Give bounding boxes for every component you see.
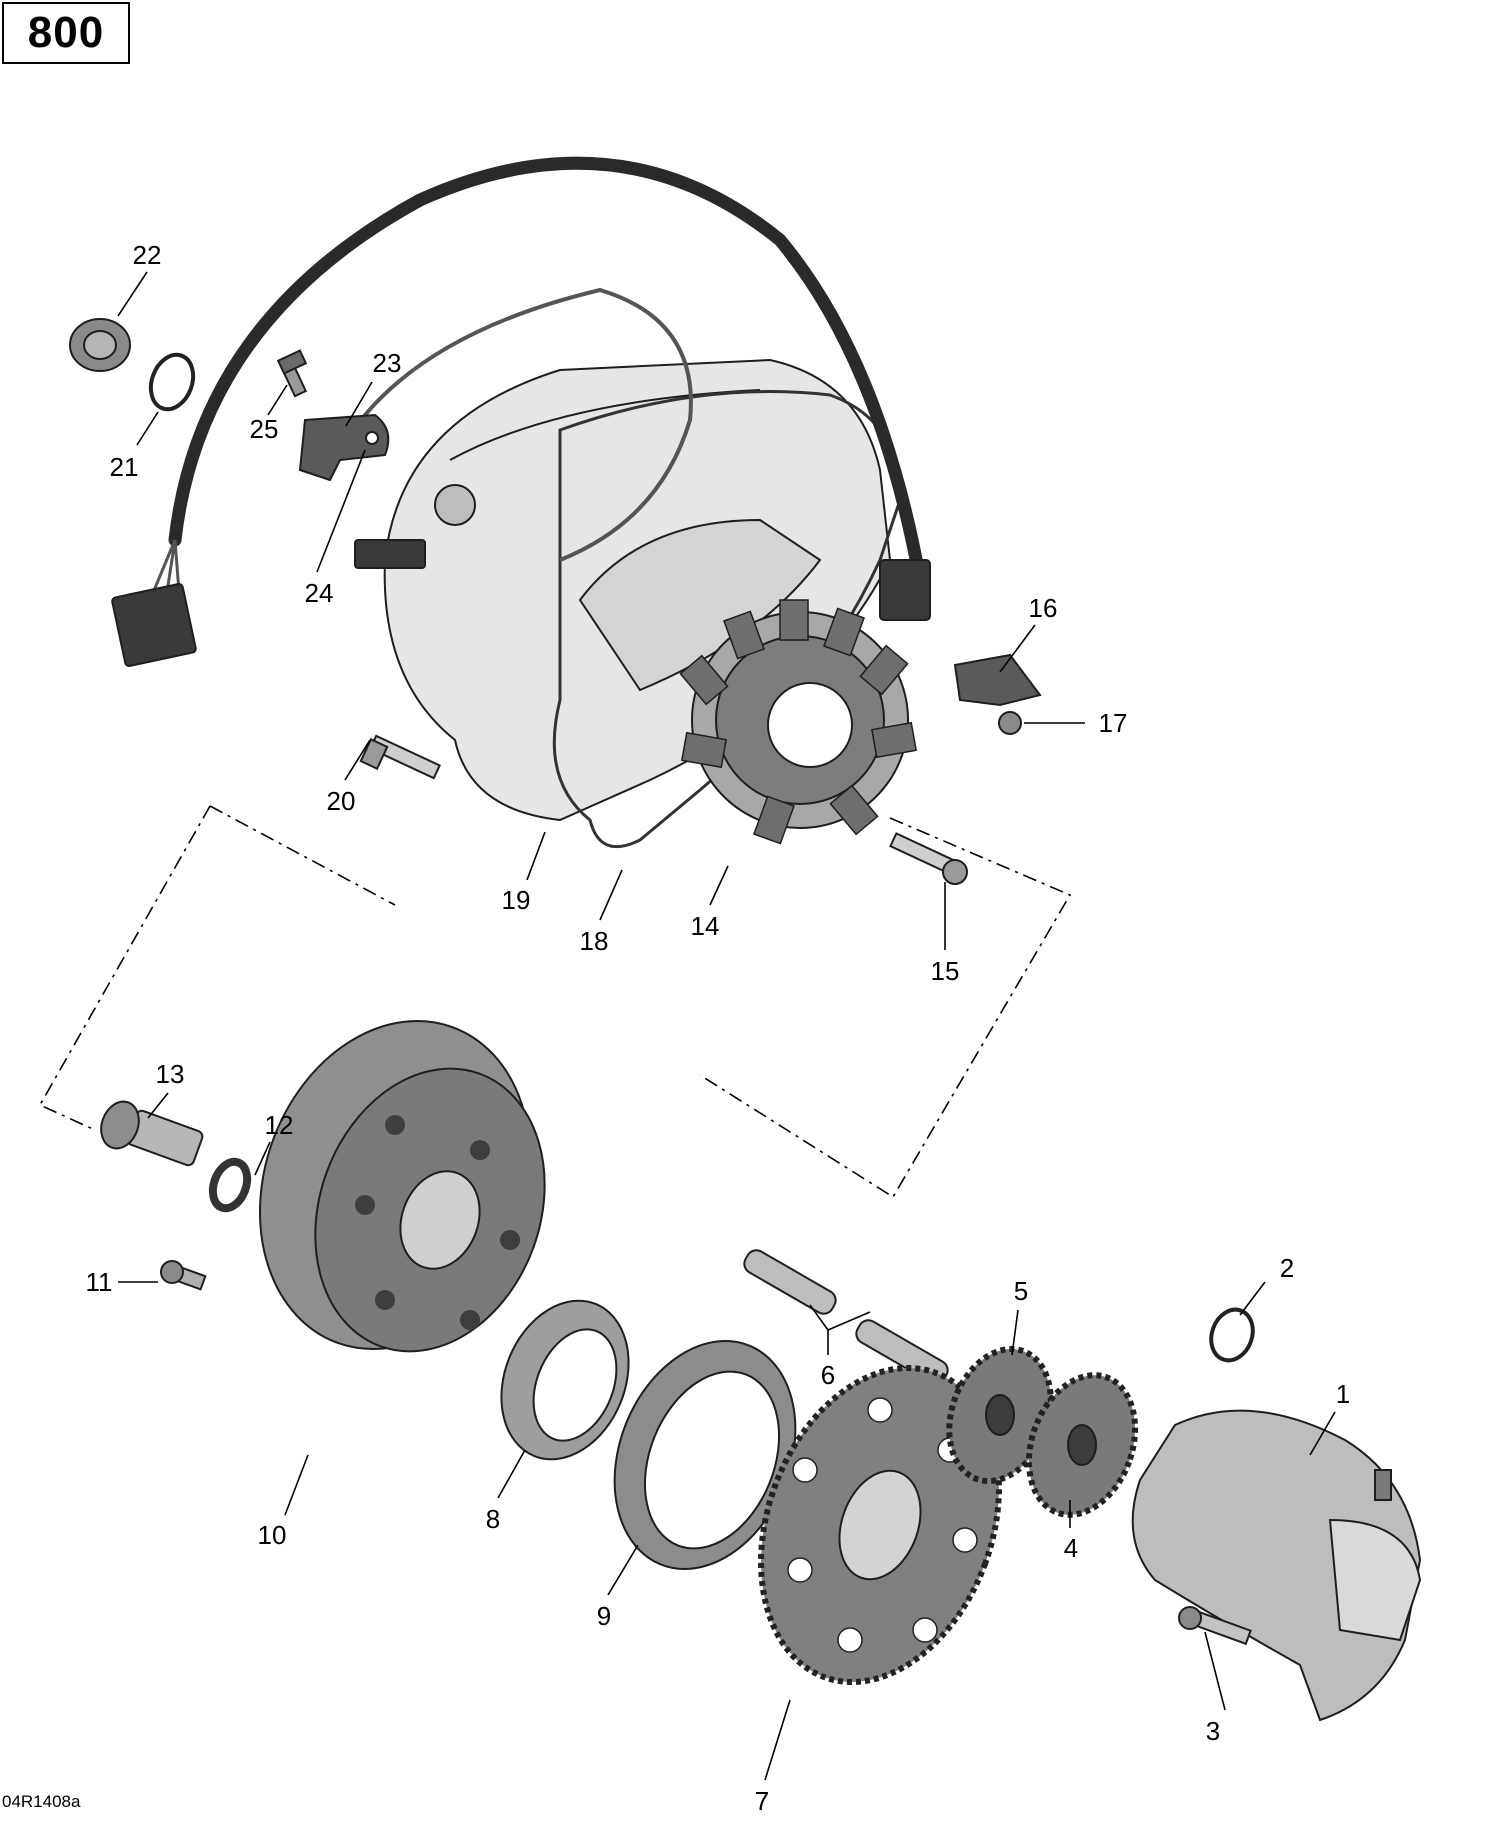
callout-24: 24 [305,578,334,608]
callout-25: 25 [250,414,279,444]
callout-7: 7 [755,1786,769,1816]
bearing-ring [500,1299,630,1461]
bolt-15 [889,832,968,885]
sensor-wire [328,287,693,562]
screw-17 [998,711,1022,735]
callout-9: 9 [597,1601,611,1631]
stator [679,599,917,845]
callout-8: 8 [486,1504,500,1534]
assembly-dashed-line [38,805,1072,1199]
reference-code: 04R1408a [2,1792,81,1811]
callout-19: 19 [502,885,531,915]
callout-16: 16 [1029,593,1058,623]
callout-11: 11 [86,1267,113,1297]
bolt-25 [276,349,308,398]
callout-labels: 1 2 3 4 5 6 7 8 9 10 11 12 13 14 15 16 1… [86,240,1351,1816]
starter-ring-gear [758,1365,1002,1685]
callout-13: 13 [156,1059,185,1089]
stator-connector [879,559,931,621]
bracket [953,653,1042,707]
callout-10: 10 [258,1520,287,1550]
bolt-3 [1178,1606,1252,1646]
idler-gear-4 [1025,1372,1139,1518]
harness-connector [111,583,197,667]
callout-21: 21 [110,452,139,482]
callout-12: 12 [265,1110,294,1140]
screw-11 [160,1260,207,1291]
callout-14: 14 [691,911,720,941]
callout-17: 17 [1099,708,1128,738]
bolt-20 [359,734,442,780]
callout-18: 18 [580,926,609,956]
o-ring-21 [148,352,196,412]
model-badge: 800 [2,2,130,64]
flywheel-bolt [100,1100,204,1167]
starter-motor [1131,1409,1422,1722]
callout-6: 6 [821,1360,835,1390]
o-ring-2 [1209,1307,1255,1363]
callout-3: 3 [1206,1716,1220,1746]
flywheel [259,1019,546,1353]
idler-gear-5 [946,1346,1054,1484]
sprag-clutch-plate [613,1340,797,1570]
callout-23: 23 [373,348,402,378]
crankshaft-position-sensor [298,413,390,482]
callout-1: 1 [1336,1379,1350,1409]
wiring-harness [168,156,927,587]
callout-20: 20 [327,786,356,816]
washer [208,1157,252,1213]
callout-15: 15 [931,956,960,986]
leader-lines [117,271,1336,1781]
callout-4: 4 [1064,1533,1078,1563]
sensor-connector [354,539,426,569]
callout-2: 2 [1280,1253,1294,1283]
callout-5: 5 [1014,1276,1028,1306]
callout-22: 22 [133,240,162,270]
